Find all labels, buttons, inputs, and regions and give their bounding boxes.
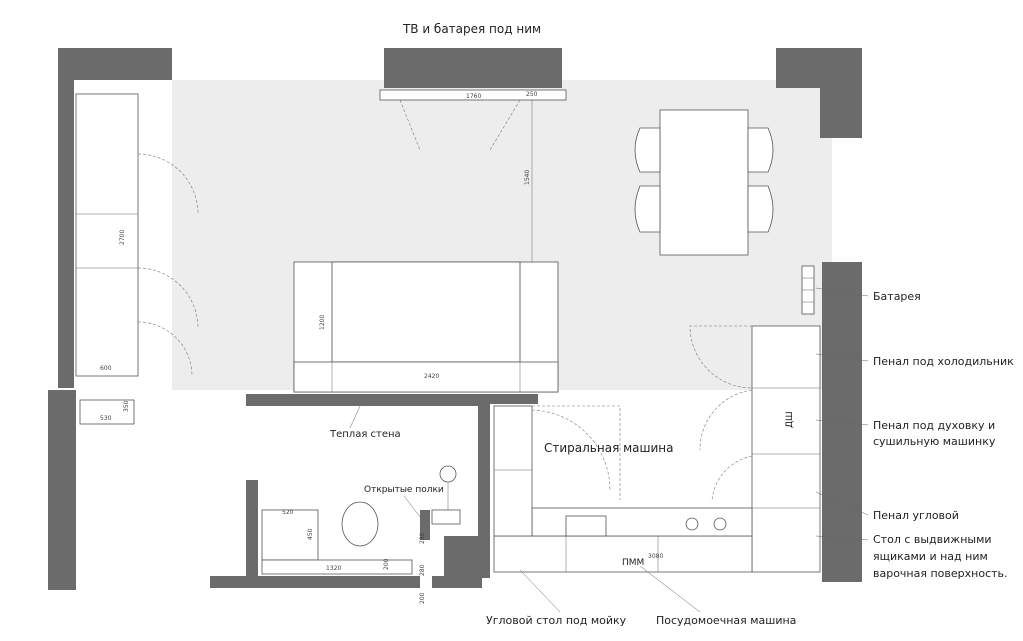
- dim-small-cab: 530: [100, 415, 112, 422]
- kitchen-counter: [493, 507, 753, 573]
- callout-oven-unit-2: сушильную машинку: [873, 435, 996, 448]
- tv-unit: [379, 89, 567, 101]
- dim-bath-cab: 520: [282, 509, 294, 516]
- bathroom-fixtures: [261, 465, 461, 575]
- dim-bath-d2: 280: [419, 564, 426, 576]
- callout-corner-unit: Пенал угловой: [873, 509, 959, 522]
- dim-tv-width: 1760: [466, 93, 481, 100]
- dim-sofa-depth: 1200: [319, 315, 326, 330]
- dim-kitchen-len: 3080: [648, 553, 663, 560]
- dim-tv-depth: 1540: [524, 170, 531, 185]
- callout-fridge-unit: Пенал под холодильник: [873, 355, 1014, 368]
- callout-drawer-table-2: ящиками и над ним: [873, 550, 988, 563]
- kitchen-tall-units: [689, 325, 821, 573]
- dim-wardrobe-depth: 600: [100, 365, 112, 372]
- dim-bath-bottom: 200: [419, 592, 426, 604]
- dim-wardrobe-height: 2700: [119, 230, 126, 245]
- dim-sofa-width: 2420: [424, 373, 439, 380]
- dishwasher-short: ПММ: [622, 558, 644, 568]
- oven-label: ДШ: [785, 411, 795, 428]
- callout-oven-unit: Пенал под духовку и: [873, 419, 995, 432]
- callout-leaders: [815, 287, 869, 541]
- plan-title: ТВ и батарея под ним: [402, 22, 541, 36]
- dim-small-cab-h: 350: [123, 400, 130, 412]
- dishwasher-label: Посудомоечная машина: [656, 614, 796, 627]
- walls: [48, 48, 862, 590]
- washing-machine-label: Стиральная машина: [544, 441, 674, 455]
- wardrobe: [75, 93, 199, 425]
- dim-bath-small: 200: [383, 558, 390, 570]
- callout-drawer-table-3: варочная поверхность.: [873, 567, 1008, 580]
- dining-table: [634, 109, 774, 256]
- dim-bath-cab-h: 450: [307, 528, 314, 540]
- callout-drawer-table: Стол с выдвижными: [873, 533, 992, 546]
- dim-tv-small: 250: [526, 91, 538, 98]
- laundry-units: [493, 405, 621, 537]
- sofa: [293, 261, 559, 393]
- dim-bath-len: 1320: [326, 565, 341, 572]
- dim-bath-d1: 280: [419, 532, 426, 544]
- corner-sink-label: Угловой стол под мойку: [486, 614, 627, 627]
- warm-wall-label: Теплая стена: [329, 429, 401, 440]
- radiator: [801, 265, 815, 315]
- callout-radiator: Батарея: [873, 290, 921, 303]
- open-shelves-label: Открытые полки: [364, 485, 444, 495]
- tv-view-lines: [399, 99, 521, 151]
